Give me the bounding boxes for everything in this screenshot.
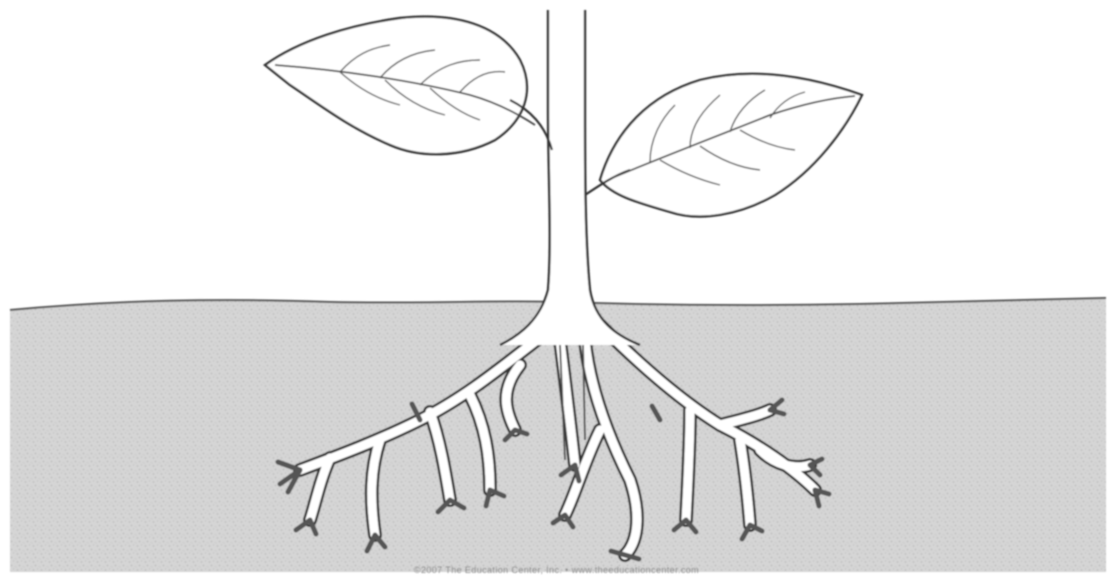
right-leaf bbox=[585, 74, 862, 217]
copyright-credit: ©2007 The Education Center, Inc. • www.t… bbox=[0, 565, 1113, 575]
left-leaf bbox=[265, 17, 552, 155]
